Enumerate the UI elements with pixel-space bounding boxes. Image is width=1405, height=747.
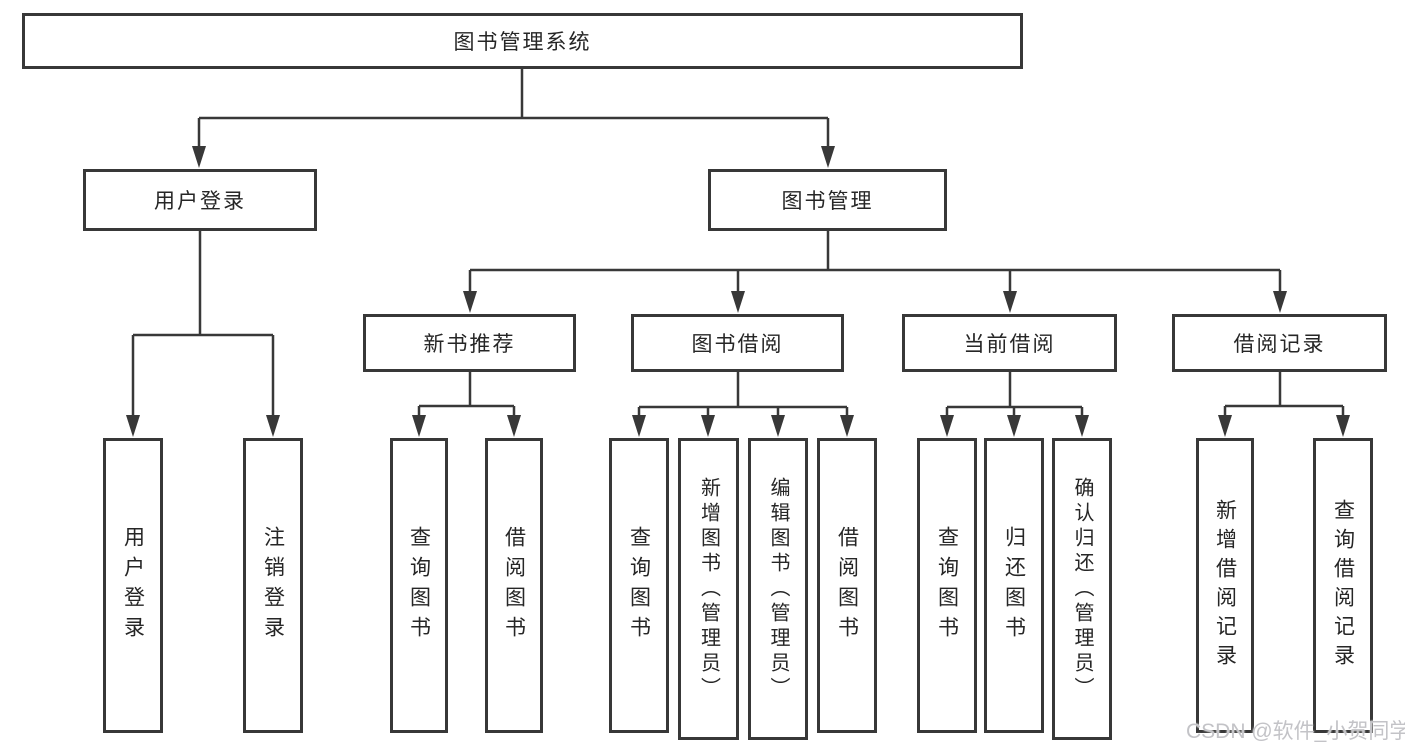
leaf-return-books-label: 归还图书	[1002, 525, 1026, 646]
node-current-borrow: 当前借阅	[902, 314, 1117, 372]
connector-root-to-branches	[197, 69, 830, 156]
node-library-system-label: 图书管理系统	[453, 31, 592, 54]
node-current-borrow-label: 当前借阅	[963, 333, 1056, 356]
leaf-add-borrow-record-label: 新增借阅记录	[1213, 498, 1237, 673]
node-new-book-recommend: 新书推荐	[363, 314, 576, 372]
leaf-confirm-return-admin: 确认归还（管理员）	[1052, 438, 1112, 740]
connector-borrow-records-branch	[1223, 372, 1345, 425]
connector-new-book-recommend-branch	[417, 372, 516, 425]
leaf-logout-label: 注销登录	[261, 525, 285, 646]
leaf-borrow-books-label: 借阅图书	[835, 525, 859, 646]
leaf-current-query-books: 查询图书	[917, 438, 977, 733]
leaf-add-book-admin: 新增图书（管理员）	[678, 438, 739, 740]
leaf-borrow-books: 借阅图书	[817, 438, 877, 733]
leaf-add-borrow-record: 新增借阅记录	[1196, 438, 1254, 733]
leaf-user-login: 用户登录	[103, 438, 163, 733]
node-book-management: 图书管理	[708, 169, 947, 231]
leaf-borrow-query-books: 查询图书	[609, 438, 669, 733]
leaf-edit-book-admin: 编辑图书（管理员）	[748, 438, 808, 740]
connector-book-borrow-branch	[637, 372, 849, 425]
leaf-current-query-books-label: 查询图书	[935, 525, 959, 646]
leaf-edit-book-admin-label: 编辑图书（管理员）	[767, 476, 789, 702]
leaf-borrow-query-books-label: 查询图书	[627, 525, 651, 646]
leaf-recommend-borrow-books: 借阅图书	[485, 438, 543, 733]
node-borrow-records: 借阅记录	[1172, 314, 1387, 372]
leaf-return-books: 归还图书	[984, 438, 1044, 733]
node-borrow-records-label: 借阅记录	[1233, 333, 1326, 356]
node-book-management-label: 图书管理	[781, 190, 874, 213]
leaf-recommend-query-books: 查询图书	[390, 438, 448, 733]
leaf-confirm-return-admin-label: 确认归还（管理员）	[1071, 476, 1093, 702]
leaf-logout: 注销登录	[243, 438, 303, 733]
leaf-query-borrow-record: 查询借阅记录	[1313, 438, 1373, 733]
node-library-system: 图书管理系统	[22, 13, 1023, 69]
leaf-recommend-borrow-books-label: 借阅图书	[502, 525, 526, 646]
csdn-watermark: CSDN @软件_小贺同学	[1186, 720, 1405, 743]
node-book-borrow-label: 图书借阅	[691, 333, 784, 356]
leaf-recommend-query-books-label: 查询图书	[407, 525, 431, 646]
leaf-user-login-label: 用户登录	[121, 525, 145, 646]
connector-book-management-branch	[468, 231, 1282, 301]
leaf-query-borrow-record-label: 查询借阅记录	[1331, 498, 1355, 673]
leaf-add-book-admin-label: 新增图书（管理员）	[697, 476, 720, 702]
node-user-login-label: 用户登录	[154, 190, 246, 213]
arrowheads	[126, 146, 1350, 437]
connector-user-login-branch	[131, 231, 275, 425]
node-new-book-recommend-label: 新书推荐	[423, 333, 516, 356]
node-book-borrow: 图书借阅	[631, 314, 844, 372]
node-user-login: 用户登录	[83, 169, 317, 231]
